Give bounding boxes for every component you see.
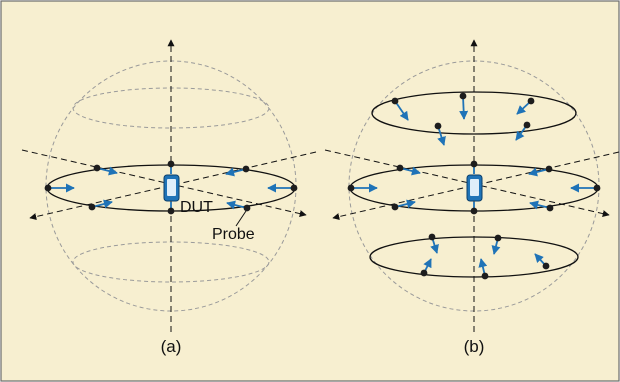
probe-label-leader [235, 210, 247, 227]
probe [528, 165, 553, 177]
probe [428, 233, 439, 254]
probe [225, 165, 250, 177]
probe [529, 200, 554, 212]
probe [434, 122, 446, 146]
panel-label: (b) [464, 337, 485, 356]
probes-a [44, 160, 298, 215]
probe [226, 200, 251, 212]
probe [470, 160, 478, 174]
panel-label: (a) [161, 337, 182, 356]
dut-device [466, 174, 483, 202]
diagonal-axis-2 [332, 151, 620, 220]
probe [515, 121, 531, 141]
probe [267, 183, 298, 193]
probe [534, 253, 550, 270]
panel-a: DUT Probe (a) [21, 39, 317, 356]
probe [420, 258, 432, 277]
probe [459, 92, 469, 120]
probe [167, 160, 175, 174]
probe [44, 183, 75, 193]
probe [391, 199, 416, 211]
probe-label: Probe [212, 226, 255, 243]
probe [88, 199, 113, 211]
probe [470, 202, 478, 215]
dut-device [163, 174, 180, 202]
probe [391, 97, 409, 121]
probe [93, 164, 118, 176]
probes-b-middle [347, 160, 601, 215]
panel-b: (b) [324, 39, 620, 356]
probe [347, 183, 378, 193]
dut-label: DUT [180, 199, 213, 216]
probe-ring-lower [369, 236, 579, 278]
probes-b-lower [420, 233, 550, 280]
probe [167, 202, 175, 215]
probe [491, 234, 502, 255]
probe [570, 183, 601, 193]
probes-b-upper [391, 92, 535, 146]
probe [478, 258, 489, 280]
probe [516, 97, 535, 115]
diagonal-axis-2 [29, 151, 317, 220]
probe [396, 164, 421, 176]
probe-ring-upper [371, 91, 577, 135]
